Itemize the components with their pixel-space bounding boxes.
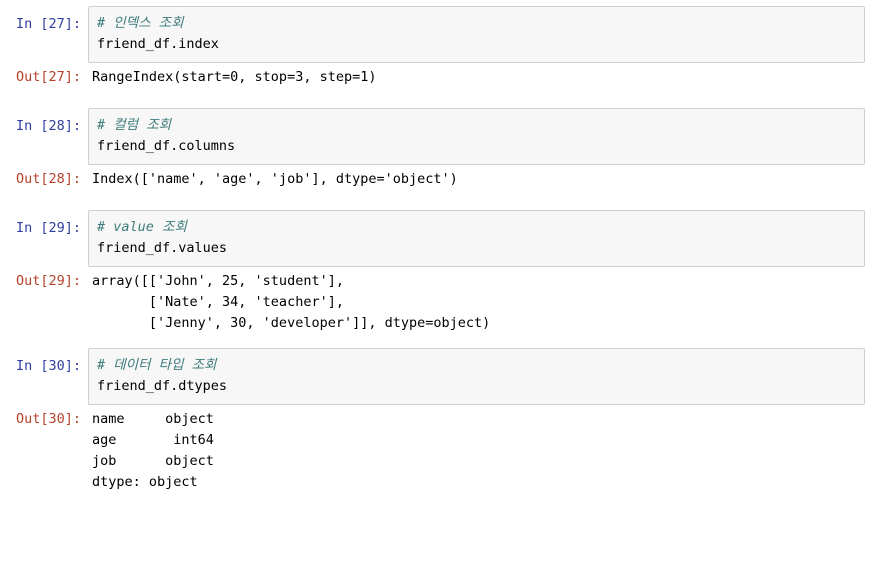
cell-output-text: name object age int64 job object dtype: …	[92, 411, 214, 490]
cell-input-row: In [28]: # 컬럼 조회 friend_df.columns	[0, 108, 881, 165]
cell-output-text: Index(['name', 'age', 'job'], dtype='obj…	[92, 171, 458, 187]
input-prompt-label: In [30]:	[15, 358, 81, 374]
code-comment-line: # value 조회	[97, 219, 187, 235]
code-source-line: friend_df.dtypes	[97, 378, 228, 394]
cell-output-text: array([['John', 25, 'student'], ['Nate',…	[92, 273, 491, 331]
cell-output-row: Out[30]: name object age int64 job objec…	[0, 407, 881, 493]
input-prompt-label: In [27]:	[15, 16, 81, 32]
output-prompt-label: Out[27]:	[15, 69, 81, 85]
input-prompt-label: In [29]:	[15, 220, 81, 236]
cell-output-text: RangeIndex(start=0, stop=3, step=1)	[92, 69, 377, 85]
notebook-cell: In [29]: # value 조회 friend_df.values Out…	[0, 210, 881, 334]
code-input-area[interactable]: # 인덱스 조회 friend_df.index	[88, 6, 865, 63]
output-prompt-label: Out[28]:	[15, 171, 81, 187]
input-prompt-label: In [28]:	[15, 118, 81, 134]
output-prompt-label: Out[29]:	[15, 273, 81, 289]
code-comment-line: # 인덱스 조회	[97, 15, 184, 31]
code-comment-line: # 데이터 타입 조회	[97, 357, 217, 373]
code-comment-line: # 컬럼 조회	[97, 117, 172, 133]
cell-input-row: In [30]: # 데이터 타입 조회 friend_df.dtypes	[0, 348, 881, 405]
notebook-cell: In [30]: # 데이터 타입 조회 friend_df.dtypes Ou…	[0, 348, 881, 493]
cell-output-row: Out[27]: RangeIndex(start=0, stop=3, ste…	[0, 65, 881, 88]
code-input-area[interactable]: # value 조회 friend_df.values	[88, 210, 865, 267]
code-source-line: friend_df.columns	[97, 138, 236, 154]
cell-output-row: Out[29]: array([['John', 25, 'student'],…	[0, 269, 881, 334]
notebook-container: In [27]: # 인덱스 조회 friend_df.index Out[27…	[0, 6, 881, 493]
code-input-area[interactable]: # 데이터 타입 조회 friend_df.dtypes	[88, 348, 865, 405]
cell-spacer	[0, 88, 881, 108]
notebook-cell: In [27]: # 인덱스 조회 friend_df.index Out[27…	[0, 6, 881, 88]
code-source-line: friend_df.values	[97, 240, 228, 256]
output-prompt-label: Out[30]:	[15, 411, 81, 427]
cell-spacer	[0, 190, 881, 210]
cell-output-row: Out[28]: Index(['name', 'age', 'job'], d…	[0, 167, 881, 190]
code-input-area[interactable]: # 컬럼 조회 friend_df.columns	[88, 108, 865, 165]
code-source-line: friend_df.index	[97, 36, 219, 52]
cell-input-row: In [27]: # 인덱스 조회 friend_df.index	[0, 6, 881, 63]
cell-spacer	[0, 334, 881, 348]
notebook-cell: In [28]: # 컬럼 조회 friend_df.columns Out[2…	[0, 108, 881, 190]
cell-input-row: In [29]: # value 조회 friend_df.values	[0, 210, 881, 267]
